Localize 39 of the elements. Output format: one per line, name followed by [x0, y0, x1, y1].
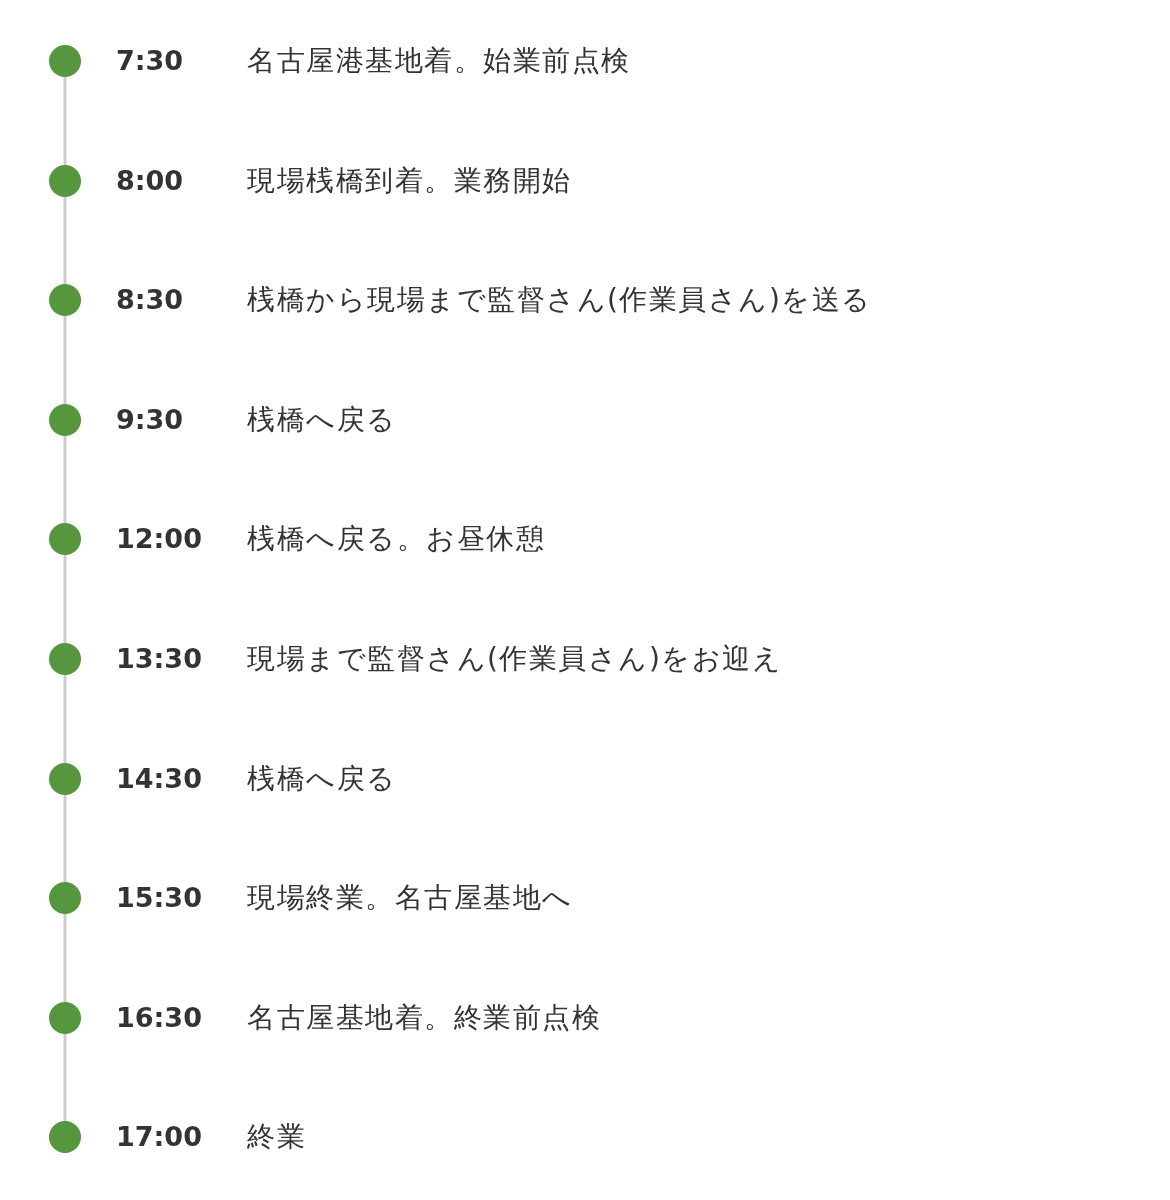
event-text: 現場終業。名古屋基地へ — [247, 880, 573, 916]
timeline-dot — [49, 523, 81, 555]
timeline-line — [63, 914, 67, 1002]
time-label: 13:30 — [116, 642, 202, 676]
event-text: 桟橋へ戻る。お昼休憩 — [247, 521, 545, 557]
time-label: 7:30 — [116, 44, 184, 78]
timeline-dot — [49, 1121, 81, 1153]
timeline-line — [63, 795, 67, 882]
timeline-line — [63, 316, 67, 404]
event-text: 終業 — [247, 1119, 306, 1155]
event-text: 桟橋から現場まで監督さん(作業員さん)を送る — [247, 282, 872, 318]
event-text: 桟橋へ戻る — [247, 402, 397, 438]
timeline-line — [63, 197, 67, 284]
timeline-line — [63, 675, 67, 763]
timeline-dot — [49, 404, 81, 436]
event-text: 桟橋へ戻る — [247, 761, 397, 797]
event-text: 名古屋港基地着。始業前点検 — [247, 43, 631, 79]
timeline-dot — [49, 882, 81, 914]
timeline-line — [63, 1034, 67, 1121]
event-text: 名古屋基地着。終業前点検 — [247, 1000, 601, 1036]
event-text: 現場まで監督さん(作業員さん)をお迎え — [247, 641, 783, 677]
timeline-dot — [49, 763, 81, 795]
time-label: 9:30 — [116, 403, 184, 437]
time-label: 14:30 — [116, 762, 202, 796]
timeline-dot — [49, 643, 81, 675]
time-label: 15:30 — [116, 881, 202, 915]
event-text: 現場桟橋到着。業務開始 — [247, 163, 572, 199]
time-label: 8:00 — [116, 164, 184, 198]
time-label: 17:00 — [116, 1120, 202, 1154]
timeline-dot — [49, 1002, 81, 1034]
timeline-dot — [49, 165, 81, 197]
timeline-dot — [49, 45, 81, 77]
time-label: 12:00 — [116, 522, 202, 556]
timeline-line — [63, 555, 67, 643]
timeline-line — [63, 436, 67, 523]
timeline-line — [63, 77, 67, 165]
time-label: 16:30 — [116, 1001, 202, 1035]
timeline-dot — [49, 284, 81, 316]
time-label: 8:30 — [116, 283, 184, 317]
